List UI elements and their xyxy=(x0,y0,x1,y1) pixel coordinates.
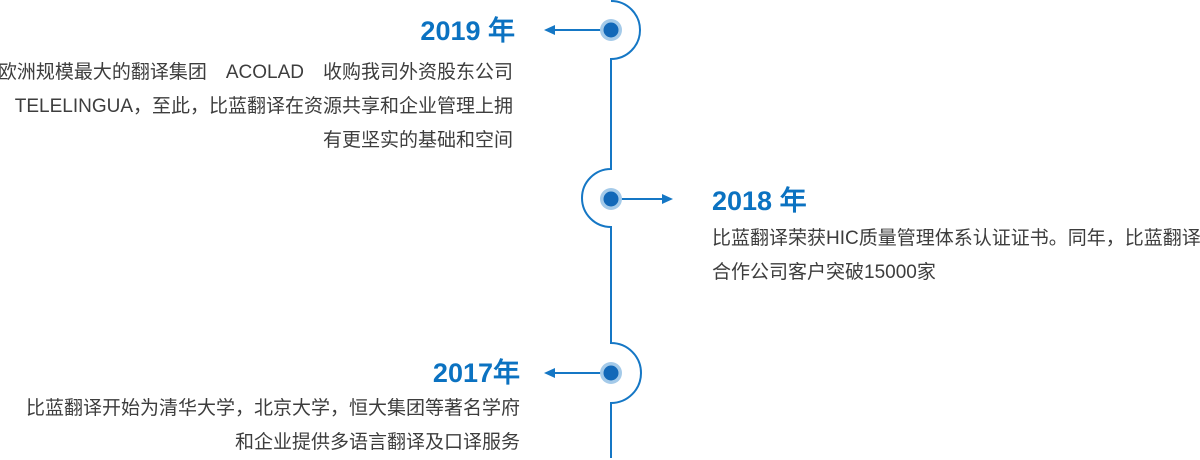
arrow-2017-head-icon xyxy=(544,368,555,378)
year-label-2019: 2019 年 xyxy=(420,16,515,46)
event-text-line: 有更坚实的基础和空间 xyxy=(322,130,513,151)
event-text-line: 比蓝翻译荣获HIC质量管理体系认证证书。同年，比蓝翻译 xyxy=(712,228,1200,249)
event-text-line: 合作公司客户突破15000家 xyxy=(712,262,936,283)
year-label-2018: 2018 年 xyxy=(712,186,807,216)
event-text-2017: 比蓝翻译开始为清华大学，北京大学，恒大集团等著名学府 和企业提供多语言翻译及口译… xyxy=(26,392,520,460)
event-text-2019: 欧洲规模最大的翻译集团 ACOLAD 收购我司外资股东公司 TELELINGUA… xyxy=(0,56,513,158)
event-text-line: 和企业提供多语言翻译及口译服务 xyxy=(234,432,520,453)
timeline-line xyxy=(581,0,642,458)
arrow-2019-head-icon xyxy=(544,25,555,35)
event-text-line: 欧洲规模最大的翻译集团 ACOLAD 收购我司外资股东公司 xyxy=(0,62,513,83)
arrow-2018-head-icon xyxy=(662,194,673,204)
year-label-2017: 2017年 xyxy=(432,358,520,388)
timeline-dot-2018 xyxy=(603,191,619,207)
timeline-dot-2019 xyxy=(603,22,619,38)
event-text-line: 比蓝翻译开始为清华大学，北京大学，恒大集团等著名学府 xyxy=(25,398,520,419)
event-text-line: TELELINGUA，至此，比蓝翻译在资源共享和企业管理上拥 xyxy=(14,96,513,117)
event-text-2018: 比蓝翻译荣获HIC质量管理体系认证证书。同年，比蓝翻译 合作公司客户突破1500… xyxy=(712,222,1200,290)
timeline-dot-2017 xyxy=(603,365,619,381)
